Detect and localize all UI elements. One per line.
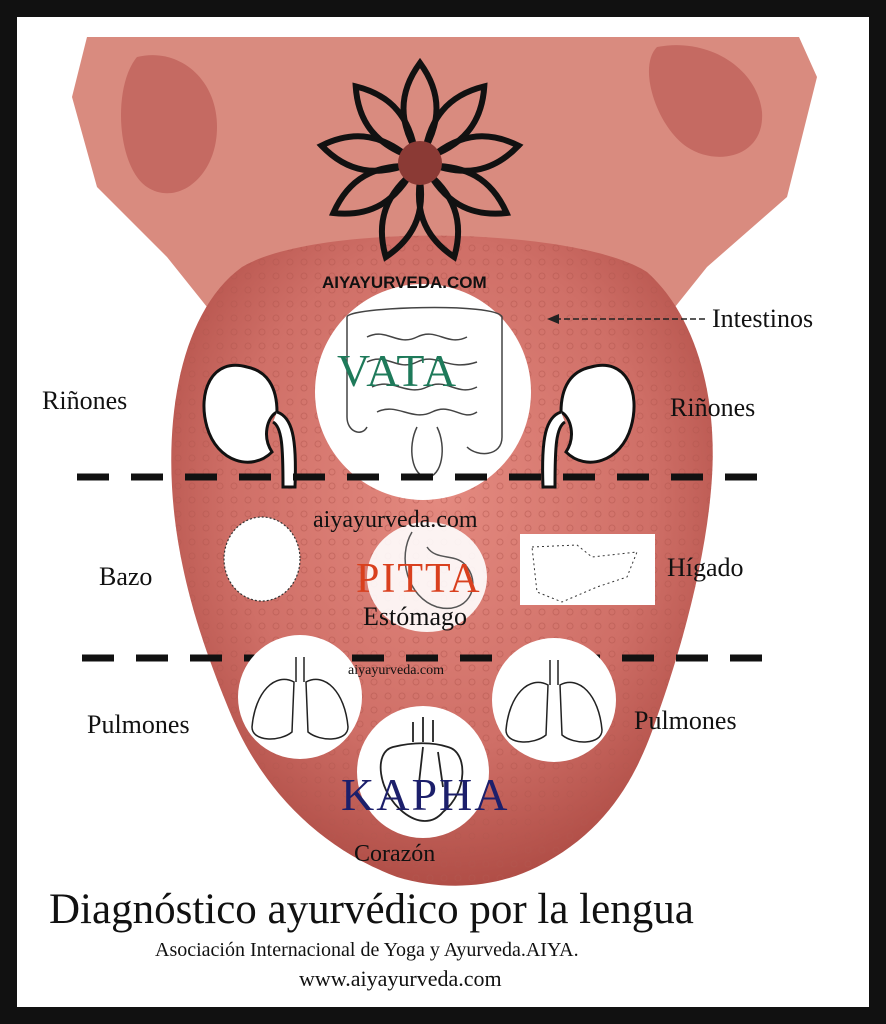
footer-title: Diagnóstico ayurvédico por la lengua bbox=[49, 886, 694, 933]
logo-text: AIYAYURVEDA.COM bbox=[322, 273, 487, 292]
lotus-mandala-icon bbox=[319, 57, 522, 263]
diagram-canvas: AIYAYURVEDA.COM VATA PITTA KAPHA aiyayur… bbox=[17, 17, 869, 1007]
tonsil-left bbox=[120, 55, 217, 194]
heart-circle bbox=[357, 706, 489, 838]
label-rinones-right: Riñones bbox=[670, 393, 756, 422]
footer-url: www.aiyayurveda.com bbox=[299, 966, 502, 991]
label-pulmones-right: Pulmones bbox=[634, 706, 737, 735]
spleen-icon bbox=[223, 516, 301, 602]
label-estomago: Estómago bbox=[363, 602, 467, 631]
label-rinones-left: Riñones bbox=[42, 386, 128, 415]
liver-icon bbox=[520, 534, 655, 605]
label-corazon: Corazón bbox=[354, 841, 436, 867]
heart-icon bbox=[379, 717, 464, 822]
kapha-label: KAPHA bbox=[341, 769, 510, 820]
tongue-illustration bbox=[72, 37, 817, 886]
lungs-right-circle bbox=[492, 638, 616, 762]
lungs-icon bbox=[505, 660, 603, 743]
footer-subtitle: Asociación Internacional de Yoga y Ayurv… bbox=[155, 939, 579, 961]
lungs-left-circle bbox=[238, 635, 362, 759]
kidney-icon bbox=[541, 363, 636, 489]
vata-label: VATA bbox=[337, 345, 459, 396]
label-higado: Hígado bbox=[667, 553, 744, 582]
label-intestinos: Intestinos bbox=[712, 304, 814, 333]
tonsil-right bbox=[648, 45, 763, 157]
label-bazo: Bazo bbox=[99, 562, 153, 591]
vata-circle bbox=[315, 284, 531, 500]
lungs-icon bbox=[251, 657, 349, 740]
kidney-icon bbox=[202, 363, 297, 489]
watermark-text: aiyayurveda.com bbox=[313, 507, 478, 533]
arrow-left-icon bbox=[547, 314, 705, 324]
pitta-label: PITTA bbox=[356, 556, 482, 602]
label-pulmones-left: Pulmones bbox=[87, 710, 190, 739]
stomach-icon bbox=[367, 522, 487, 632]
watermark-text-small: aiyayurveda.com bbox=[348, 663, 445, 678]
